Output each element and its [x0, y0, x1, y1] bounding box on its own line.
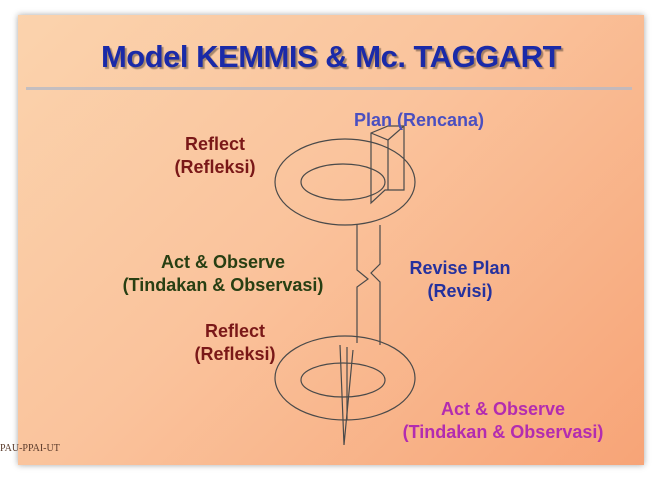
plan-label-text: Plan (Rencana) — [354, 110, 485, 130]
reflect-bottom-label: Reflect (Refleksi) — [170, 320, 300, 366]
revise-plan-label-line1: Revise Plan — [409, 258, 511, 278]
title-divider — [26, 87, 632, 90]
act-observe-left-label-line1: Act & Observe — [160, 252, 286, 272]
bottom-spike — [339, 344, 354, 446]
slide-title: Model KEMMIS & Mc. TAGGART — [100, 39, 562, 74]
bottom-cycle-inner-ring — [300, 362, 386, 398]
stem-right-edge — [370, 225, 381, 345]
act-observe-right-label: Act & Observe (Tindakan & Observasi) — [378, 398, 628, 444]
act-observe-right-label-line1: Act & Observe — [440, 399, 566, 419]
act-observe-right-label-line2: (Tindakan & Observasi) — [402, 422, 604, 442]
top-cycle-outer-ring — [274, 138, 416, 226]
slide: Model KEMMIS & Mc. TAGGART — [18, 15, 644, 465]
revise-plan-label-line2: (Revisi) — [427, 281, 493, 301]
act-observe-left-label-line2: (Tindakan & Observasi) — [122, 275, 324, 295]
footer-text: PAU-PPAI-UT — [0, 443, 60, 454]
plan-label: Plan (Rencana) — [354, 109, 524, 132]
reflect-top-label-line2: (Refleksi) — [174, 157, 256, 177]
reflect-bottom-label-line2: (Refleksi) — [194, 344, 276, 364]
plan-tab — [370, 125, 405, 205]
reflect-bottom-label-line1: Reflect — [204, 321, 266, 341]
reflect-top-label-line1: Reflect — [184, 134, 246, 154]
act-observe-left-label: Act & Observe (Tindakan & Observasi) — [98, 251, 348, 297]
top-cycle-inner-ring — [300, 163, 386, 201]
stem-left-edge — [356, 224, 369, 343]
reflect-top-label: Reflect (Refleksi) — [150, 133, 280, 179]
bottom-cycle-outer-ring — [274, 335, 416, 421]
revise-plan-label: Revise Plan (Revisi) — [395, 257, 525, 303]
